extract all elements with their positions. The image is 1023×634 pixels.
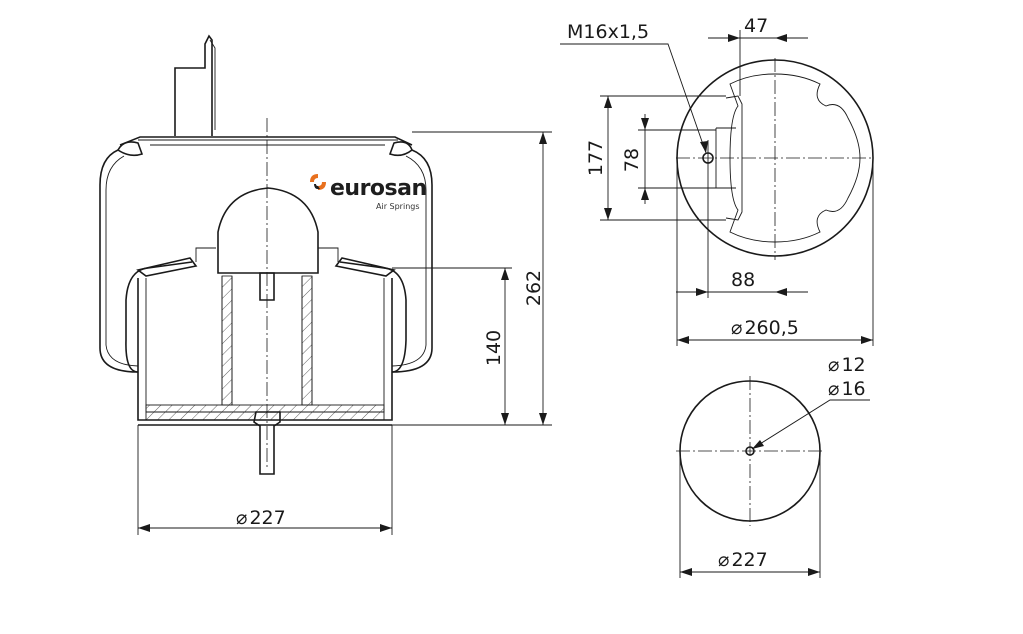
dim-262-label: 262 bbox=[523, 270, 545, 306]
dim-177 bbox=[600, 95, 726, 221]
dim-227-side-label: ⌀227 bbox=[236, 507, 286, 529]
dim-260-5-label: ⌀260,5 bbox=[731, 317, 799, 339]
dim-88-label: 88 bbox=[731, 269, 755, 291]
hole-leader bbox=[751, 399, 870, 450]
dim-140-label: 140 bbox=[483, 330, 505, 366]
bottom-hole bbox=[745, 446, 755, 456]
thread-leader bbox=[560, 43, 707, 154]
dim-227-bottom bbox=[679, 451, 821, 578]
bellows bbox=[99, 149, 433, 373]
bumper-cone bbox=[217, 187, 319, 274]
bottom-stud bbox=[253, 411, 281, 475]
brand-name: eurosan bbox=[330, 176, 427, 201]
dim-227-bottom-label: ⌀227 bbox=[718, 549, 768, 571]
brand-mark-icon bbox=[310, 174, 326, 190]
brand-tagline: Air Springs bbox=[376, 202, 420, 211]
dim-78-label: 78 bbox=[621, 148, 643, 172]
hole-16-label: ⌀16 bbox=[828, 378, 866, 400]
side-view: ⌀227 262 140 bbox=[99, 34, 552, 535]
dim-262 bbox=[392, 131, 552, 426]
thread-label: M16x1,5 bbox=[567, 21, 649, 43]
brand-logo: eurosan Air Springs bbox=[306, 170, 436, 216]
hole-12-label: ⌀12 bbox=[828, 354, 866, 376]
bottom-view: ⌀12 ⌀16 ⌀227 bbox=[676, 354, 870, 578]
dim-140 bbox=[392, 267, 512, 425]
dim-227-side bbox=[137, 425, 393, 535]
dim-47-label: 47 bbox=[744, 15, 768, 37]
dim-88 bbox=[676, 176, 808, 298]
dim-177-label: 177 bbox=[585, 140, 607, 176]
top-bracket bbox=[174, 34, 213, 136]
top-plate bbox=[119, 136, 413, 146]
top-view: M16x1,5 47 177 78 88 ⌀260,5 bbox=[560, 15, 874, 346]
dim-260-5 bbox=[676, 158, 874, 346]
dim-47 bbox=[708, 30, 808, 96]
